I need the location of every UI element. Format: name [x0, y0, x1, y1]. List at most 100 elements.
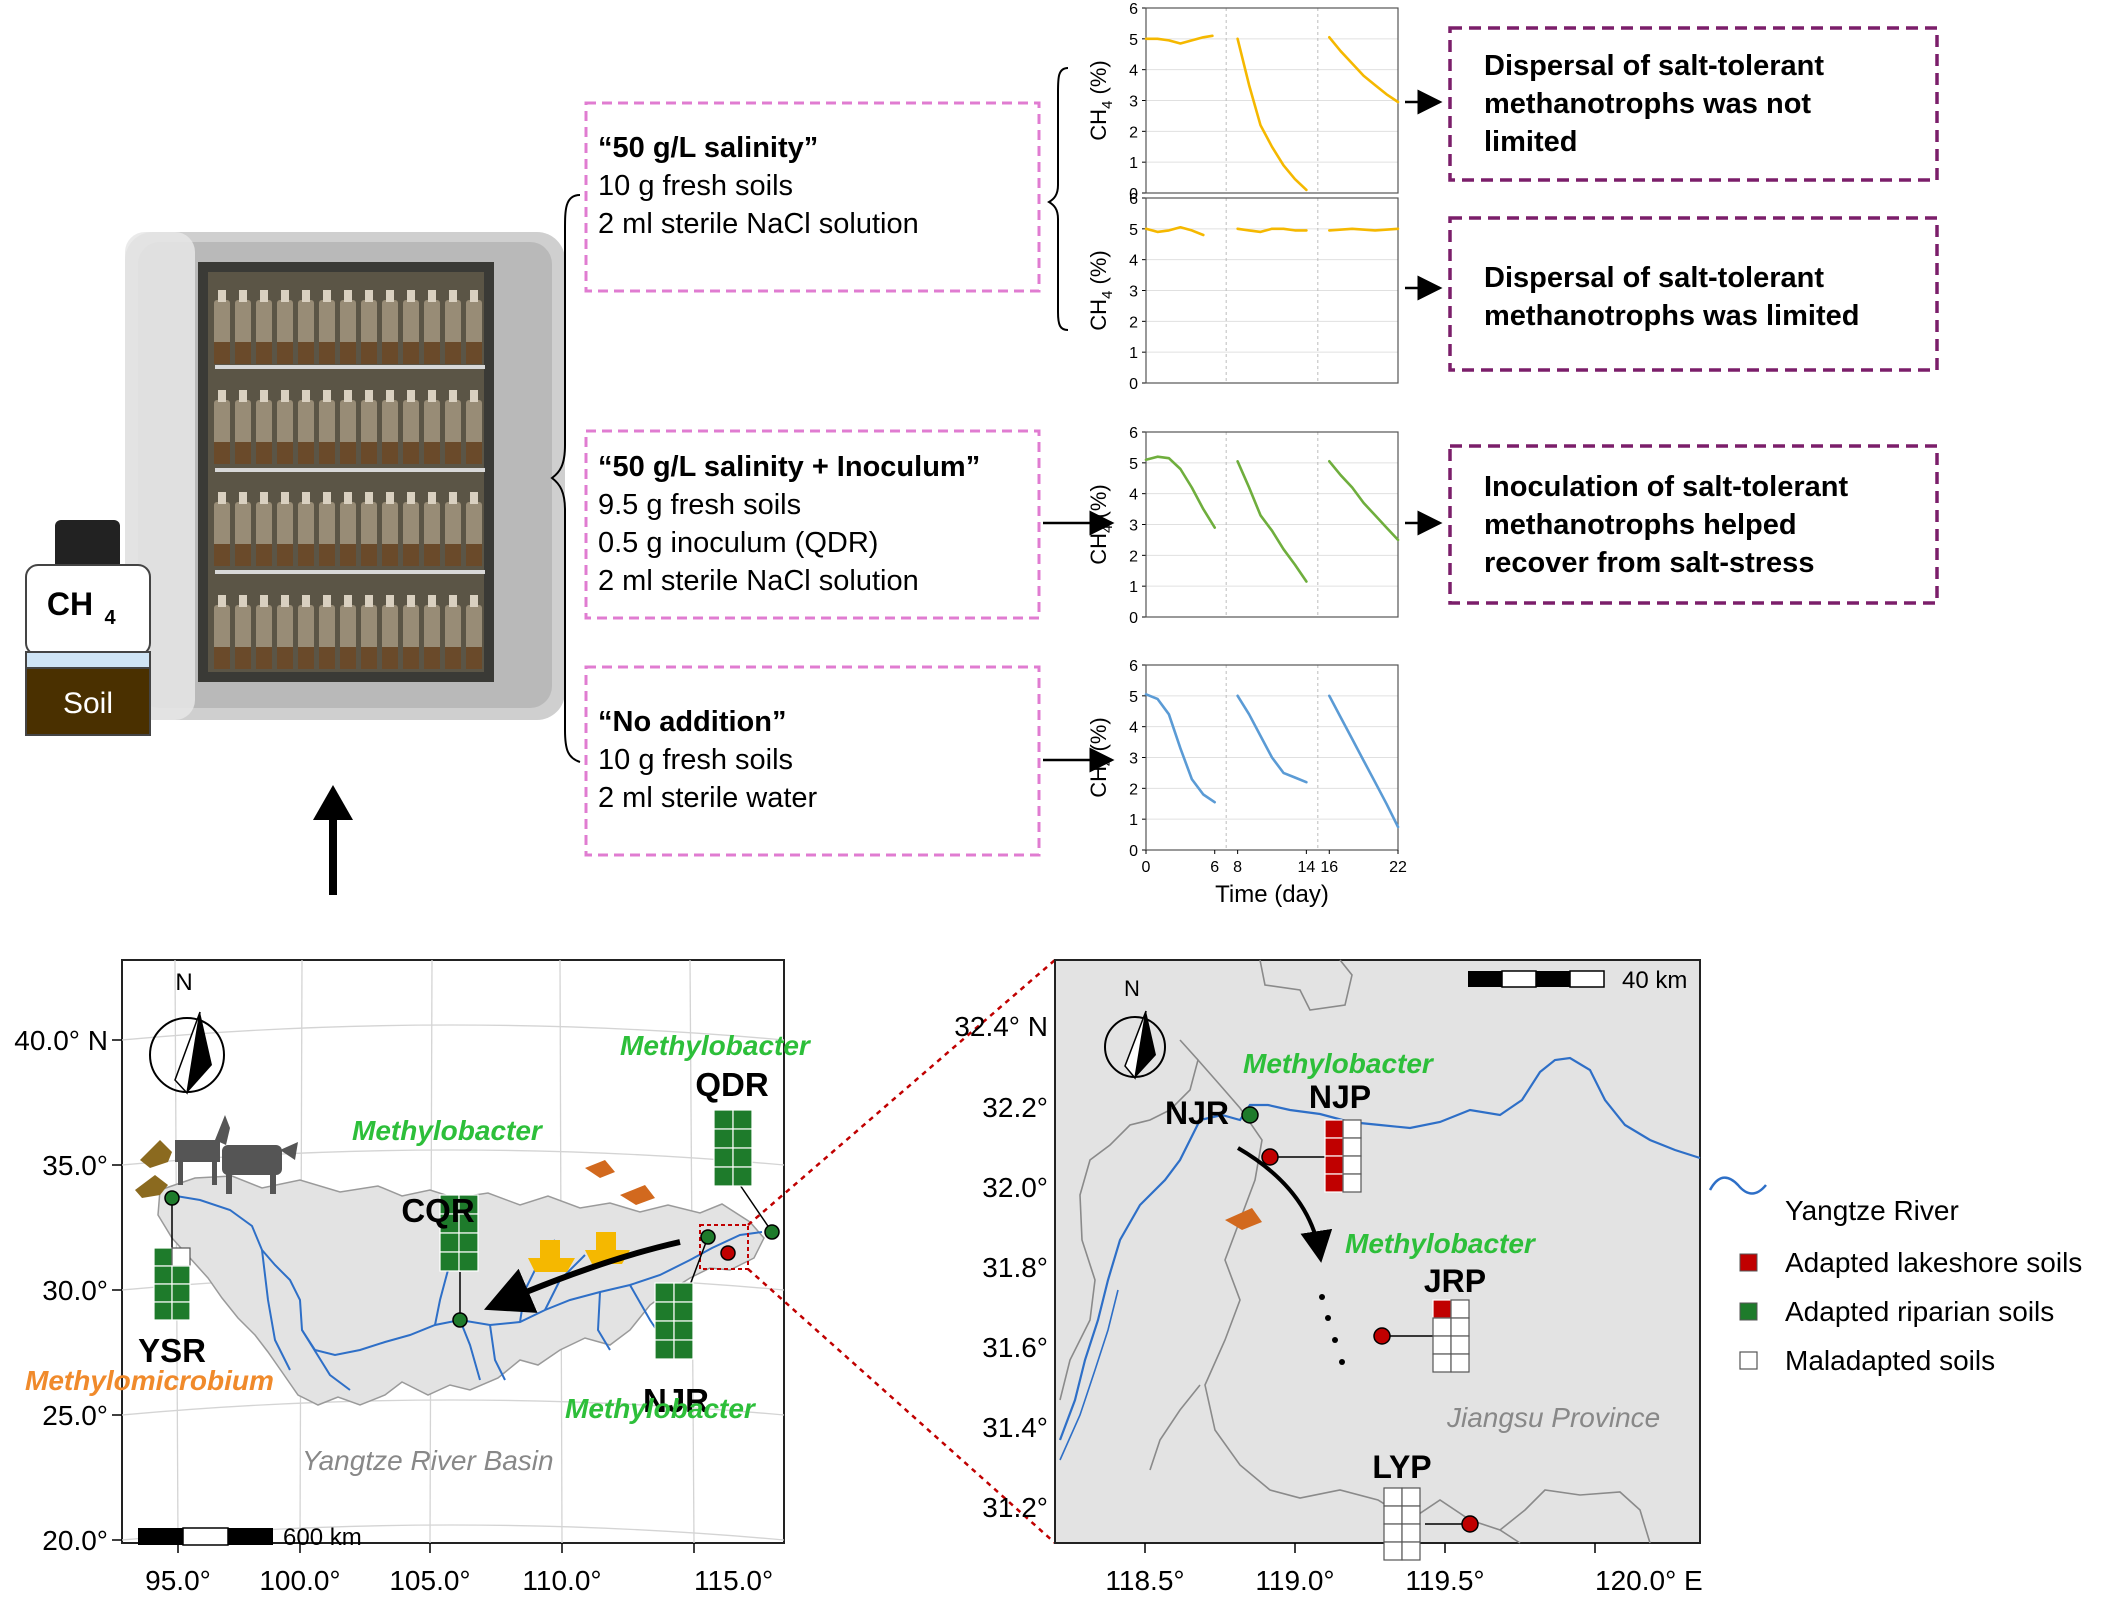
bottle-soil [424, 442, 440, 464]
y-tick-label: 0 [1129, 610, 1138, 627]
treatment-box-inoculum: “50 g/L salinity + Inoculum” 9.5 g fresh… [584, 429, 1041, 620]
grid-cell [1432, 1353, 1452, 1373]
province-boundaries [1059, 959, 1651, 1544]
bottle-neck [239, 290, 247, 302]
bottle-soil [319, 442, 335, 464]
y-axis-label: CH4 (%) [1086, 484, 1116, 564]
bottle-neck [302, 595, 310, 607]
grid-cell [1432, 1335, 1452, 1355]
bottle-neck [323, 290, 331, 302]
y-axis-label-sub: 4 [1099, 291, 1116, 299]
lat-label: 31.6° [982, 1332, 1048, 1363]
outcome-line: methanotrophs helped [1484, 509, 1797, 541]
grid-cell [153, 1301, 173, 1321]
bottle-neck [365, 595, 373, 607]
bottle-neck [428, 390, 436, 402]
grid-cell [732, 1147, 753, 1168]
bottle-neck [218, 390, 226, 402]
bottle-soil [235, 442, 251, 464]
grid-cell [439, 1251, 460, 1272]
bottle-soil [340, 342, 356, 364]
y-tick-label: 2 [1129, 781, 1138, 798]
bottle-soil [298, 342, 314, 364]
grid-cell [458, 1232, 479, 1253]
grid-cell [1342, 1155, 1362, 1175]
bottle-neck [449, 492, 457, 504]
grid-cell [153, 1247, 173, 1267]
y-tick-label: 4 [1129, 253, 1138, 270]
lon-label: 105.0° [389, 1565, 470, 1596]
y-axis-label-sub: 4 [1099, 525, 1116, 533]
lat-label: 25.0° [42, 1400, 108, 1431]
bottle-neck [386, 492, 394, 504]
grid-cell [1383, 1487, 1403, 1507]
bottle-soil [382, 442, 398, 464]
grid-cell [1342, 1119, 1362, 1139]
inset-region [699, 1224, 749, 1270]
bottle-soil [235, 342, 251, 364]
bottle-neck [260, 492, 268, 504]
bottle-neck [344, 390, 352, 402]
bottle-soil [445, 647, 461, 669]
scale-bar-right: 40 km [1468, 967, 1687, 994]
bottle-soil [466, 442, 482, 464]
bird-icons [585, 1160, 655, 1205]
plot-frame [1145, 197, 1399, 384]
lon-label: 110.0° [522, 1565, 601, 1596]
y-axis-label-sub: 4 [1099, 758, 1116, 766]
bottle-neck [428, 290, 436, 302]
bottle-neck [386, 290, 394, 302]
grid-cell [1383, 1523, 1403, 1543]
x-axis-label: Time (day) [1215, 881, 1329, 908]
outcome-box-not-limited: Dispersal of salt-tolerant methanotrophs… [1448, 26, 1939, 182]
zoom-line [747, 1268, 1056, 1544]
bottle-soil [424, 342, 440, 364]
bottle-soil [319, 342, 335, 364]
grid-cell [673, 1282, 694, 1303]
dispersal-arrow [1236, 1146, 1333, 1263]
bottle-neck [428, 595, 436, 607]
lon-label: 95.0° [145, 1565, 211, 1596]
bottle-soil [403, 544, 419, 566]
grid-cell [439, 1232, 460, 1253]
grid-cell [458, 1251, 479, 1272]
grid-cell [1383, 1541, 1403, 1561]
grid-jrp [1432, 1299, 1470, 1373]
genus-label: Methylobacter [1345, 1228, 1537, 1259]
grid-cell [713, 1147, 734, 1168]
dispersal-arrow [483, 1239, 681, 1313]
y-axis-label-part: (%) [1086, 717, 1111, 757]
grid-lyp [1383, 1487, 1421, 1561]
y-tick-label: 2 [1129, 124, 1138, 141]
treatment-box-salinity: “50 g/L salinity” 10 g fresh soils 2 ml … [584, 101, 1041, 293]
gas-soil-bottle: CH 4 Soil [25, 520, 151, 736]
bottle-neck [365, 492, 373, 504]
grid-cqr [439, 1194, 479, 1272]
outcome-line: methanotrophs was limited [1484, 300, 1859, 332]
grid-cell [171, 1247, 191, 1267]
bottle-soil [319, 647, 335, 669]
site-label-cqr: CQR [401, 1192, 475, 1229]
bottle-soil [235, 544, 251, 566]
map-left: N [14, 959, 812, 1596]
y-tick-label: 6 [1129, 425, 1138, 442]
bottle-soil [403, 647, 419, 669]
north-label: N [1124, 976, 1140, 1001]
genus-label: Methylobacter [565, 1393, 757, 1424]
ship-icons [528, 1232, 630, 1272]
animal-icons [135, 1115, 298, 1198]
scale-label: 40 km [1622, 967, 1687, 994]
grid-cell [1450, 1335, 1470, 1355]
site-label-ysr: YSR [138, 1332, 206, 1369]
incubator-photo [125, 232, 565, 720]
y-tick-label: 3 [1129, 518, 1138, 535]
bottle-neck [344, 492, 352, 504]
y-tick-label: 5 [1129, 456, 1138, 473]
gas-subscript: 4 [104, 607, 116, 629]
site-grids-right [1324, 1119, 1470, 1561]
genus-label: Methylobacter [1243, 1048, 1435, 1079]
grid-cell [673, 1339, 694, 1360]
